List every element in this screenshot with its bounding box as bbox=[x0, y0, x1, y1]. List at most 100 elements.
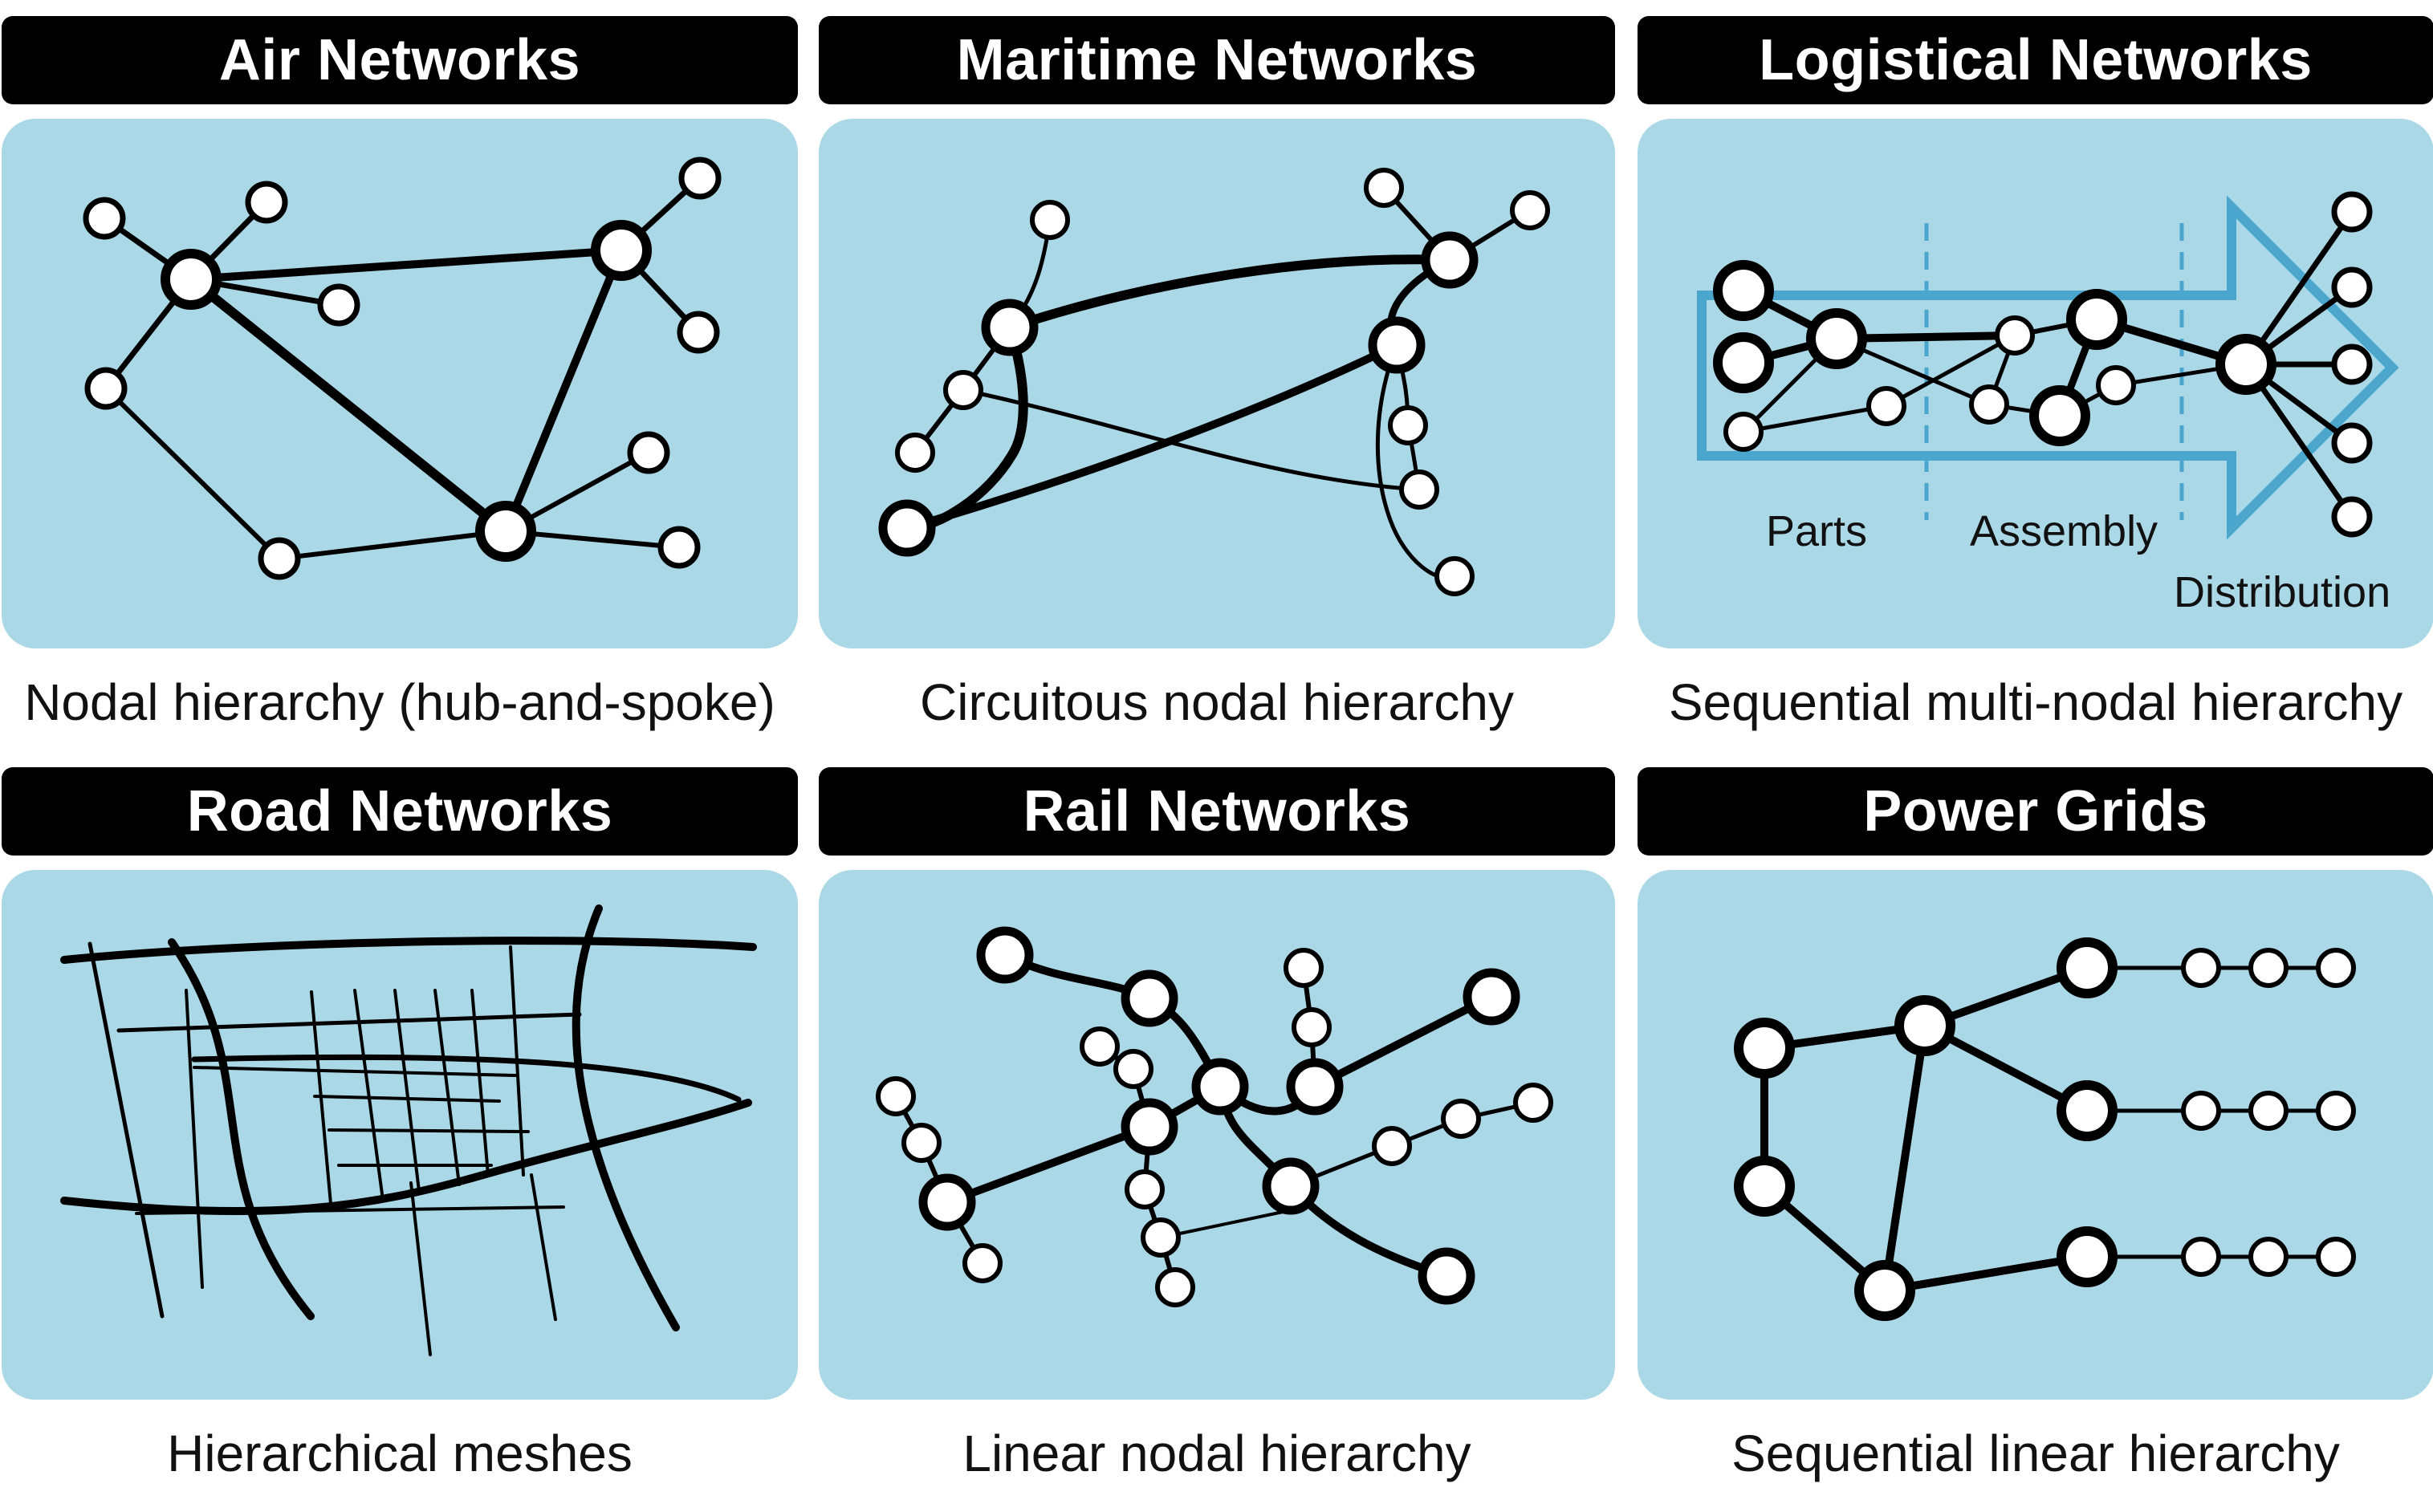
hub-node bbox=[161, 249, 222, 310]
panel-title: Power Grids bbox=[1638, 767, 2433, 856]
street bbox=[433, 989, 461, 1186]
branch-line bbox=[1159, 1209, 1292, 1239]
consumer-node bbox=[2316, 1237, 2356, 1277]
station-major bbox=[1463, 968, 1520, 1026]
stage-label-parts: Parts bbox=[1766, 507, 1867, 555]
edge bbox=[1884, 333, 2017, 408]
minor-node bbox=[1030, 200, 1070, 240]
minor-node bbox=[895, 433, 935, 473]
station-major bbox=[976, 926, 1034, 984]
panel-caption: Circuitous nodal hierarchy bbox=[920, 673, 1514, 731]
consumer-node bbox=[2181, 948, 2221, 988]
stage-label-distribution: Distribution bbox=[2174, 568, 2390, 616]
consumer-node bbox=[2316, 948, 2356, 988]
substation-node bbox=[1894, 995, 1955, 1056]
consumer-node bbox=[2248, 948, 2289, 988]
spoke-node bbox=[84, 367, 128, 410]
minor-node bbox=[1510, 190, 1550, 230]
minor-node bbox=[1399, 469, 1439, 510]
parts-node bbox=[1713, 332, 1774, 393]
edge bbox=[2243, 361, 2355, 520]
edge bbox=[104, 386, 282, 561]
flow-arrow bbox=[1697, 195, 2399, 540]
edge bbox=[2243, 209, 2355, 368]
spoke-node bbox=[677, 311, 720, 354]
station-minor bbox=[1113, 1049, 1153, 1089]
rail-line bbox=[943, 1123, 1153, 1206]
minor-node bbox=[1364, 168, 1404, 208]
station-minor bbox=[1155, 1267, 1195, 1307]
panel-title: Rail Networks bbox=[819, 767, 1615, 856]
substation-node bbox=[2057, 937, 2118, 998]
minor-node bbox=[1723, 412, 1764, 452]
station-major bbox=[1121, 969, 1178, 1027]
panel-title: Logistical Networks bbox=[1638, 16, 2433, 104]
station-minor bbox=[1080, 1026, 1120, 1067]
panel-background bbox=[819, 119, 1615, 648]
minor-node bbox=[1995, 315, 2035, 356]
station-minor bbox=[876, 1076, 916, 1116]
edge bbox=[277, 529, 508, 561]
street bbox=[328, 1128, 530, 1133]
parts-node bbox=[1713, 260, 1774, 321]
consumer-node bbox=[2248, 1237, 2289, 1277]
panel-background bbox=[1638, 870, 2433, 1400]
network-diagram-maritime bbox=[819, 119, 1615, 648]
panel-maritime-networks: Maritime Networks bbox=[819, 0, 1615, 750]
edge bbox=[187, 246, 625, 283]
edge bbox=[186, 274, 511, 536]
spoke-node bbox=[317, 283, 360, 327]
port-node bbox=[1368, 316, 1426, 374]
stage-label-assembly: Assembly bbox=[1970, 507, 2158, 555]
panel-air-networks: Air Networks bbox=[2, 0, 798, 750]
street bbox=[393, 989, 421, 1193]
hub-node bbox=[591, 220, 652, 281]
assembly-node bbox=[2029, 385, 2090, 446]
edge bbox=[903, 341, 1401, 532]
network-diagram-power bbox=[1638, 870, 2433, 1400]
street bbox=[185, 989, 204, 1289]
panel-road-networks: Road Networks bbox=[2, 751, 798, 1502]
edge bbox=[1375, 343, 1457, 580]
street bbox=[193, 1066, 517, 1077]
spoke-node bbox=[83, 197, 126, 240]
parts-node bbox=[1806, 308, 1867, 369]
minor-node bbox=[1866, 386, 1906, 426]
consumer-node bbox=[2181, 1237, 2221, 1277]
destination-node bbox=[2331, 266, 2373, 308]
station-minor bbox=[1125, 1169, 1165, 1209]
transmission-line bbox=[1921, 1022, 2091, 1115]
network-diagram-road bbox=[2, 870, 798, 1400]
minor-node bbox=[1969, 384, 2009, 425]
edge bbox=[961, 388, 1422, 492]
substation-node bbox=[1734, 1156, 1795, 1217]
edge bbox=[502, 246, 625, 535]
network-diagram-logistical: Parts Assembly Distribution bbox=[1638, 119, 2433, 648]
destination-node bbox=[2331, 343, 2373, 385]
station-major bbox=[1418, 1247, 1475, 1305]
port-node bbox=[981, 299, 1039, 356]
spoke-node bbox=[678, 156, 722, 200]
consumer-node bbox=[2316, 1091, 2356, 1131]
transmission-line bbox=[1881, 1022, 1929, 1295]
transmission-line bbox=[1881, 1253, 2091, 1295]
spoke-node bbox=[258, 537, 301, 580]
station-major bbox=[1286, 1058, 1344, 1116]
minor-node bbox=[1434, 556, 1475, 596]
minor-node bbox=[1388, 405, 1428, 445]
substation-node bbox=[2057, 1226, 2118, 1287]
street bbox=[409, 1181, 432, 1356]
station-minor bbox=[1441, 1099, 1481, 1139]
spoke-node bbox=[245, 181, 288, 224]
station-minor bbox=[1372, 1126, 1412, 1166]
arterial-road bbox=[191, 1054, 742, 1103]
network-diagram-rail bbox=[819, 870, 1615, 1400]
assembly-node bbox=[2066, 289, 2127, 350]
arterial-road bbox=[60, 1099, 752, 1216]
port-node bbox=[1421, 231, 1479, 289]
panel-logistical-networks: Logistical Networks bbox=[1638, 0, 2433, 750]
spoke-node bbox=[627, 431, 670, 474]
street bbox=[353, 989, 384, 1196]
arterial-road bbox=[572, 904, 680, 1331]
street bbox=[87, 941, 165, 1319]
